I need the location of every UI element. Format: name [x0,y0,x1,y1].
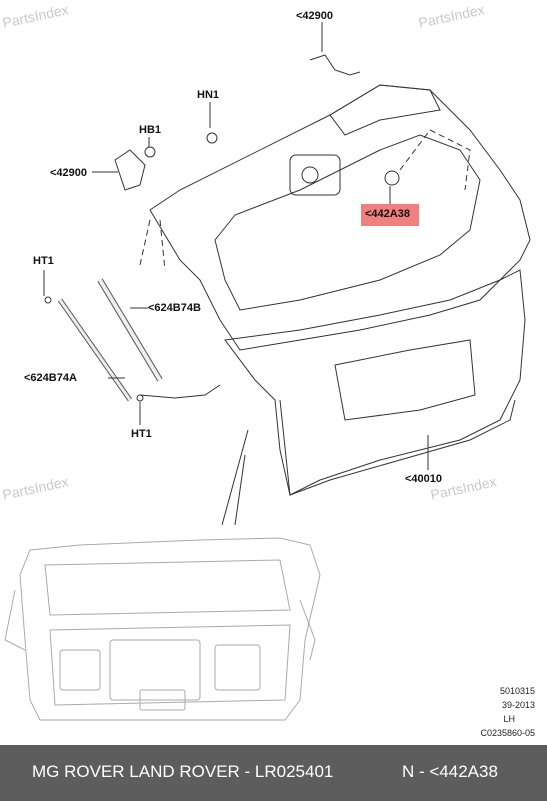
label-hn1: HN1 [197,89,220,101]
highlighted-part-label[interactable]: <442A38 [361,204,419,226]
reference-line-3: LH [503,714,515,724]
label-hb1: HB1 [139,124,162,136]
footer-position: N - <442A38 [402,762,498,781]
footer-part-number: MG ROVER LAND ROVER - LR025401 [32,762,334,781]
label-ht1-top: HT1 [33,255,54,267]
label-624b74a: <624B74A [24,372,77,384]
footer-bar: MG ROVER LAND ROVER - LR025401 N - <442A… [0,745,547,801]
label-40010: <40010 [405,473,443,485]
reference-line-1: 5010315 [499,686,535,696]
reference-line-4: C0235860-05 [480,728,535,738]
reference-line-2: 39-2013 [501,700,535,710]
label-ht1-bottom: HT1 [131,428,152,440]
label-42900-top: <42900 [296,10,334,22]
tailgate-illustration [4,22,531,721]
parts-diagram: PartsIndex PartsIndex PartsIndex PartsIn… [1,1,535,738]
label-42900-left: <42900 [50,167,88,179]
label-442a38: <442A38 [365,208,410,220]
label-624b74b: <624B74B [148,302,201,314]
